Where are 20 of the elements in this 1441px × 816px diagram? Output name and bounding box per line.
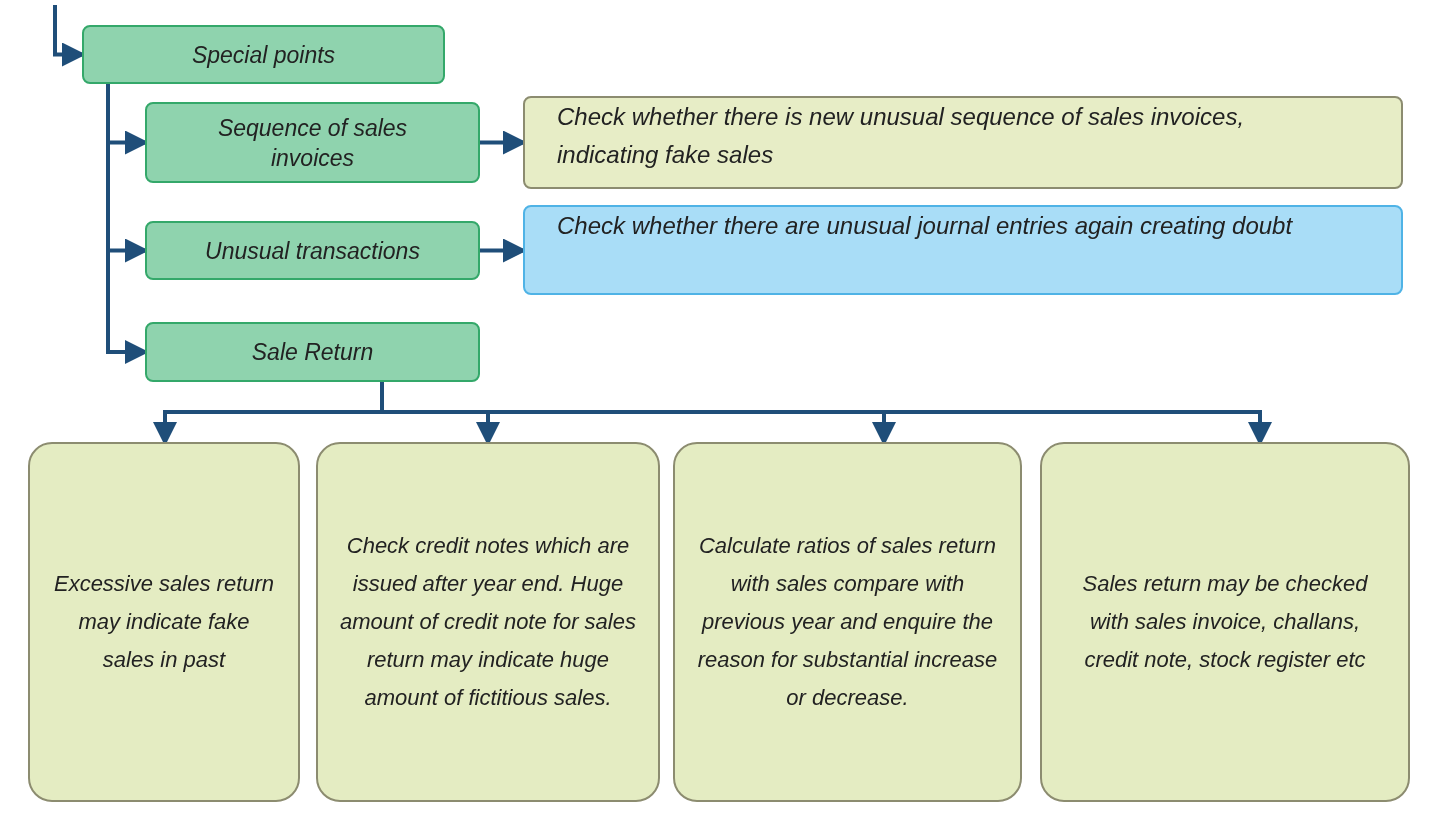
box-text: Check whether there is new unusual sequence of sales invoices, indicating fake sales	[557, 102, 1246, 170]
box-text: Sale Return	[250, 338, 375, 367]
detail-card	[28, 442, 300, 802]
box-text: Excessive sales return may indicate fake sales in past	[52, 570, 276, 674]
process-box	[145, 221, 480, 280]
box-text: Special points	[190, 40, 337, 70]
detail-card	[1040, 442, 1410, 802]
box-text: Check whether there are unusual journal entries again creating doubt	[557, 211, 1294, 241]
box-text: Calculate ratios of sales return with sales compare with previous year and enquire the reason for substantial increase or decrease.	[696, 532, 999, 712]
detail-card	[316, 442, 660, 802]
process-box	[145, 102, 480, 183]
box-text: Unusual transactions	[204, 236, 421, 266]
box-text: Sales return may be checked with sales invoice, challans, credit note, stock register etc	[1081, 570, 1369, 674]
box-text: Sequence of sales invoices	[216, 113, 409, 173]
note-box	[523, 96, 1403, 189]
note-box	[523, 205, 1403, 295]
process-box	[82, 25, 445, 84]
box-text: Check credit notes which are issued after year end. Huge amount of credit note for sales return may indicate huge amount of fictitious sales.	[339, 532, 637, 712]
process-box	[145, 322, 480, 382]
detail-card	[673, 442, 1022, 802]
